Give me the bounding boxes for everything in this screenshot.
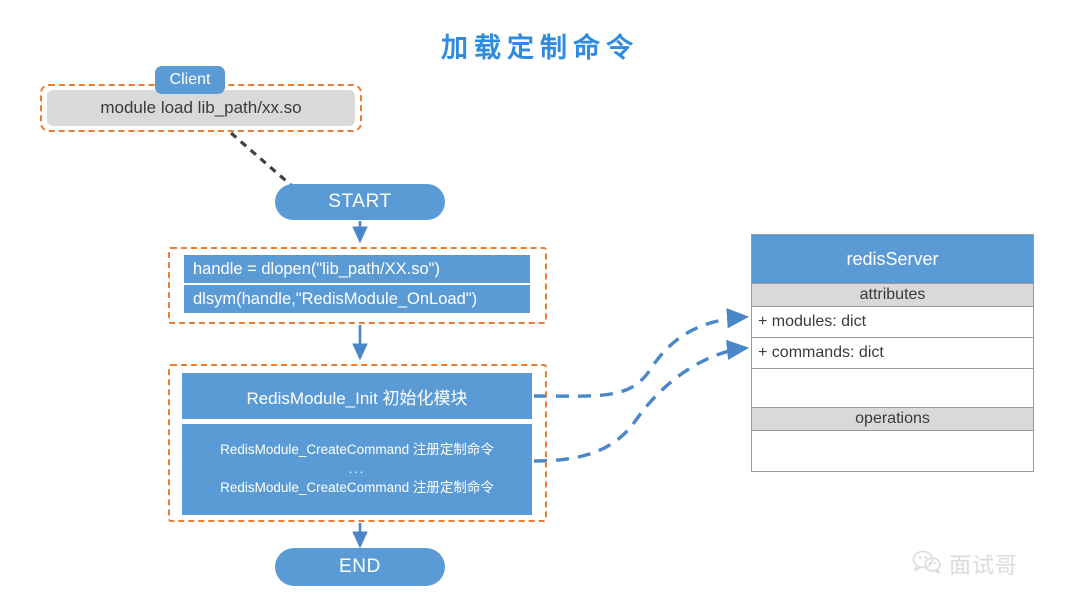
- init-body-box: RedisModule_CreateCommand 注册定制命令 ... Red…: [182, 424, 532, 515]
- init-dashed-container: [168, 364, 547, 522]
- watermark-text: 面试哥: [949, 554, 1019, 579]
- wechat-icon: [912, 550, 942, 579]
- uml-operations-empty-row: [752, 431, 1033, 474]
- createcommand-ellipsis: ...: [348, 461, 366, 477]
- start-node: START: [275, 184, 445, 220]
- uml-attribute-commands: + commands: dict: [752, 338, 1033, 369]
- link-init-to-modules: [533, 308, 750, 398]
- link-client-to-start: [229, 131, 294, 188]
- client-tag-label: Client: [155, 66, 225, 94]
- createcommand-line-2: RedisModule_CreateCommand 注册定制命令: [220, 479, 494, 495]
- createcommand-line-1: RedisModule_CreateCommand 注册定制命令: [220, 442, 494, 458]
- uml-attributes-band: attributes: [752, 283, 1033, 307]
- end-node: END: [275, 548, 445, 586]
- uml-attribute-modules: + modules: dict: [752, 307, 1033, 338]
- dlopen-line-2: dlsym(handle,"RedisModule_OnLoad"): [184, 285, 530, 313]
- uml-operations-band: operations: [752, 407, 1033, 431]
- client-command-box: module load lib_path/xx.so: [47, 90, 355, 126]
- link-createcommand-to-commands: [533, 339, 750, 463]
- init-header-box: RedisModule_Init 初始化模块: [182, 373, 532, 419]
- page-title: 加载定制命令: [441, 33, 639, 64]
- uml-attributes-empty-row: [752, 369, 1033, 407]
- dlopen-dashed-container: [168, 247, 547, 324]
- uml-class-redisserver: redisServer attributes + modules: dict +…: [751, 234, 1034, 472]
- dlopen-line-1: handle = dlopen("lib_path/XX.so"): [184, 255, 530, 283]
- watermark: 面试哥: [912, 548, 1018, 580]
- uml-class-name: redisServer: [752, 235, 1033, 283]
